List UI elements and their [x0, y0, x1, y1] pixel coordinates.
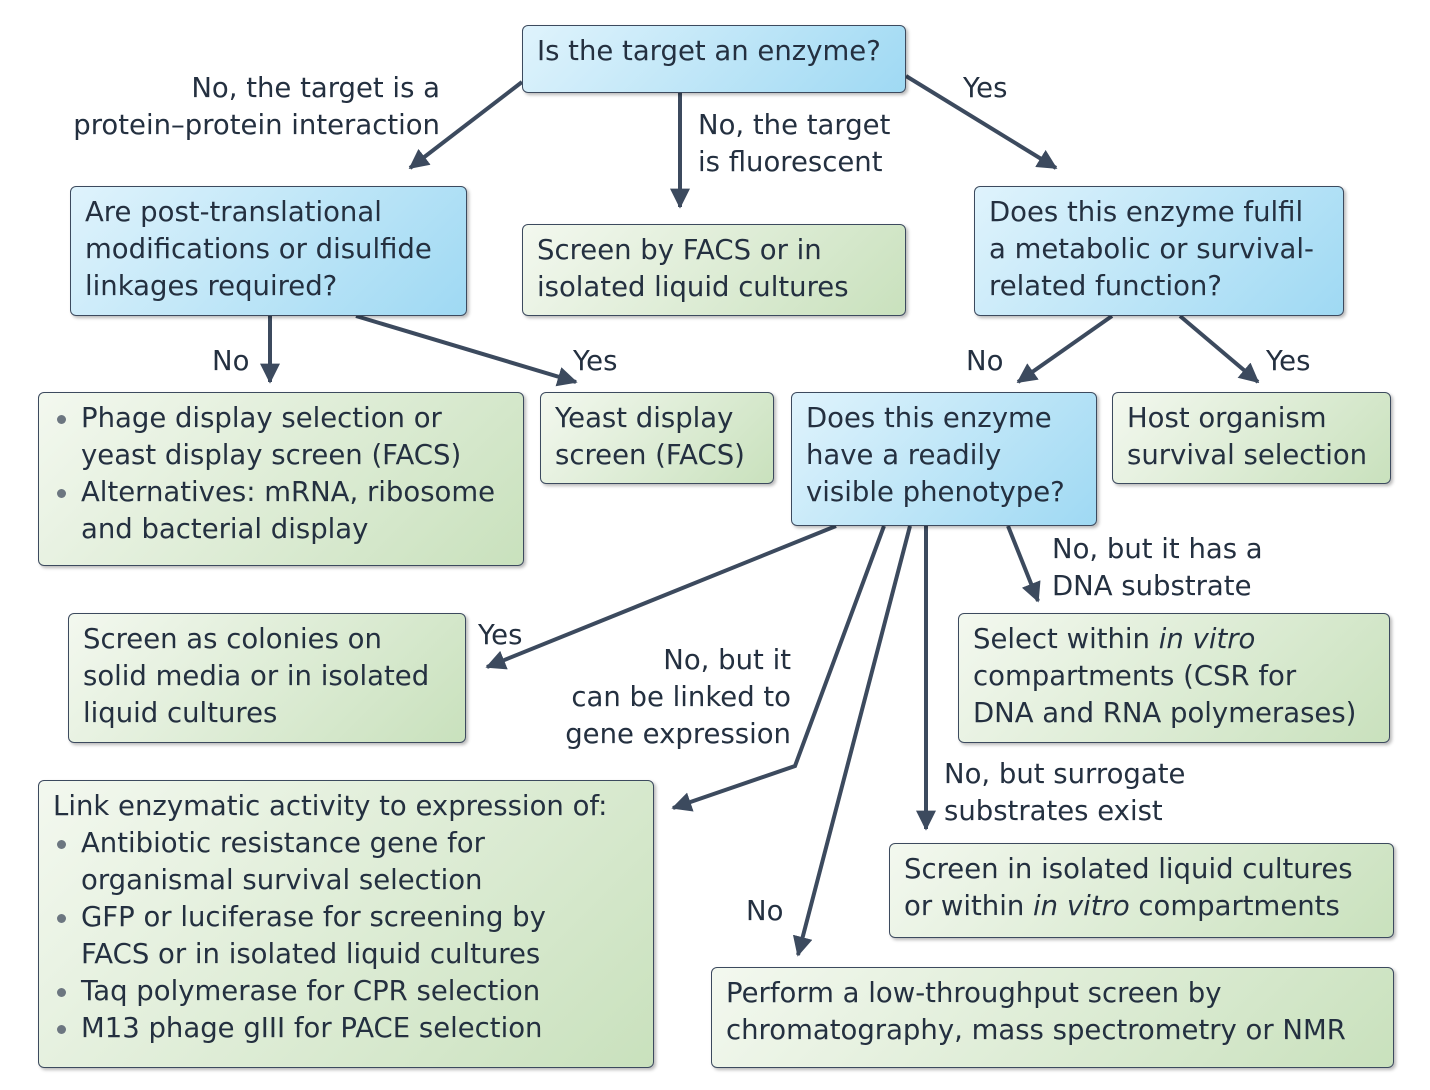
label-yes-ptm: Yes — [573, 345, 618, 377]
label-dna-substrate: No, but it has a DNA substrate — [1052, 531, 1263, 605]
label-text: No, but it has a — [1052, 533, 1263, 565]
bullet-item: Taq polymerase for CPR selection — [53, 973, 639, 1010]
label-yes-phenotype: Yes — [478, 619, 523, 651]
arrow-metabolic-to-phenotype — [1016, 314, 1114, 384]
arrow-enzyme-to-ptm — [408, 80, 524, 170]
label-text: substrates exist — [944, 795, 1163, 827]
node-text: Does this enzyme — [806, 402, 1052, 434]
node-text: Taq polymerase for CPR selection — [81, 975, 541, 1007]
node-text: survival selection — [1127, 439, 1368, 471]
node-text: organismal survival selection — [81, 864, 483, 896]
label-text: No, but surrogate — [944, 758, 1186, 790]
node-text: compartments (CSR for — [973, 660, 1297, 692]
node-text: visible phenotype? — [806, 476, 1065, 508]
label-no-metabolic: No — [966, 345, 1004, 377]
label-no-ptm: No — [212, 345, 250, 377]
label-yes-enzyme: Yes — [963, 72, 1008, 104]
bullet-item: Antibiotic resistance gene for — [53, 825, 639, 862]
text-fragment: Select within — [973, 623, 1159, 655]
label-text: DNA substrate — [1052, 570, 1252, 602]
node-ptm-required: Are post-translational modifications or … — [70, 186, 467, 316]
node-link-expression: Link enzymatic activity to expression of… — [38, 780, 654, 1068]
node-text: Yeast display — [555, 402, 734, 434]
text-italic: in vitro — [1158, 623, 1256, 655]
node-text: have a readily — [806, 439, 1002, 471]
node-text: isolated liquid cultures — [537, 271, 849, 303]
node-text: DNA and RNA polymerases) — [973, 697, 1357, 729]
label-text: protein–protein interaction — [73, 109, 440, 141]
label-text: No, the target — [698, 109, 891, 141]
text-fragment: compartments — [1129, 890, 1340, 922]
node-text: Perform a low-throughput screen by — [726, 977, 1222, 1009]
arrow-ptm-to-yeast — [355, 314, 578, 387]
label-text: No, the target is a — [191, 72, 440, 104]
node-text: Screen by FACS or in — [537, 234, 822, 266]
node-text: solid media or in isolated — [83, 660, 430, 692]
node-visible-phenotype: Does this enzyme have a readily visible … — [791, 392, 1097, 526]
bullet-item: M13 phage gIII for PACE selection — [53, 1010, 639, 1047]
node-text: yeast display screen (FACS) — [81, 439, 462, 471]
node-text: Screen as colonies on — [83, 623, 382, 655]
node-text: or within in vitro compartments — [904, 888, 1379, 925]
node-text: Alternatives: mRNA, ribosome — [81, 476, 496, 508]
node-text: FACS or in isolated liquid cultures — [81, 938, 541, 970]
label-surrogate: No, but surrogate substrates exist — [944, 756, 1185, 830]
node-text: liquid cultures — [83, 697, 278, 729]
label-fluorescent: No, the target is fluorescent — [698, 107, 890, 181]
node-low-throughput: Perform a low-throughput screen by chrom… — [711, 967, 1394, 1068]
label-text: No, but it — [663, 644, 791, 676]
node-text: screen (FACS) — [555, 439, 745, 471]
arrow-phenotype-to-lowthroughput — [792, 525, 912, 957]
node-in-vitro-compartments: Select within in vitro compartments (CSR… — [958, 613, 1390, 743]
node-text: Is the target an enzyme? — [537, 35, 881, 67]
node-text: chromatography, mass spectrometry or NMR — [726, 1014, 1346, 1046]
node-text: related function? — [989, 270, 1222, 302]
label-gene-expression: No, but it can be linked to gene express… — [520, 642, 791, 753]
node-text: Are post-translational — [85, 196, 382, 228]
label-ppi: No, the target is a protein–protein inte… — [20, 70, 440, 144]
node-text: modifications or disulfide — [85, 233, 432, 265]
node-text: a metabolic or survival- — [989, 233, 1314, 265]
arrow-phenotype-to-colonies — [485, 524, 837, 670]
node-text: Does this enzyme fulfil — [989, 196, 1304, 228]
node-surrogate-screen: Screen in isolated liquid cultures or wi… — [889, 843, 1394, 938]
node-text: Screen in isolated liquid cultures — [904, 853, 1353, 885]
bullet-item: Phage display selection or — [53, 400, 509, 437]
bullet-item: GFP or luciferase for screening by — [53, 899, 639, 936]
node-screen-colonies: Screen as colonies on solid media or in … — [68, 613, 466, 743]
label-text: can be linked to — [571, 681, 791, 713]
text-fragment: or within — [904, 890, 1034, 922]
node-is-target-enzyme: Is the target an enzyme? — [522, 25, 906, 93]
node-text: Host organism — [1127, 402, 1327, 434]
arrow-metabolic-to-host — [1178, 314, 1260, 384]
node-phage-display: Phage display selection or yeast display… — [38, 392, 524, 566]
node-metabolic-function: Does this enzyme fulfil a metabolic or s… — [974, 186, 1344, 316]
arrow-phenotype-to-ivc — [1006, 525, 1041, 603]
label-text: is fluorescent — [698, 146, 883, 178]
arrow-enzyme-to-metabolic — [904, 74, 1058, 170]
node-host-survival: Host organism survival selection — [1112, 392, 1391, 484]
node-text: and bacterial display — [81, 513, 369, 545]
node-screen-facs: Screen by FACS or in isolated liquid cul… — [522, 224, 906, 316]
node-text: Antibiotic resistance gene for — [81, 827, 485, 859]
label-text: gene expression — [565, 718, 791, 750]
label-yes-metabolic: Yes — [1266, 345, 1311, 377]
bullet-item: Alternatives: mRNA, ribosome — [53, 474, 509, 511]
node-yeast-display: Yeast display screen (FACS) — [540, 392, 774, 484]
node-text: Select within in vitro — [973, 621, 1375, 658]
label-no-phenotype: No — [746, 895, 784, 927]
node-text: Phage display selection or — [81, 402, 442, 434]
node-text: M13 phage gIII for PACE selection — [81, 1012, 543, 1044]
node-text: linkages required? — [85, 270, 338, 302]
node-title: Link enzymatic activity to expression of… — [53, 790, 608, 822]
node-text: GFP or luciferase for screening by — [81, 901, 546, 933]
arrow-phenotype-to-link — [671, 525, 886, 812]
text-italic: in vitro — [1033, 890, 1130, 922]
